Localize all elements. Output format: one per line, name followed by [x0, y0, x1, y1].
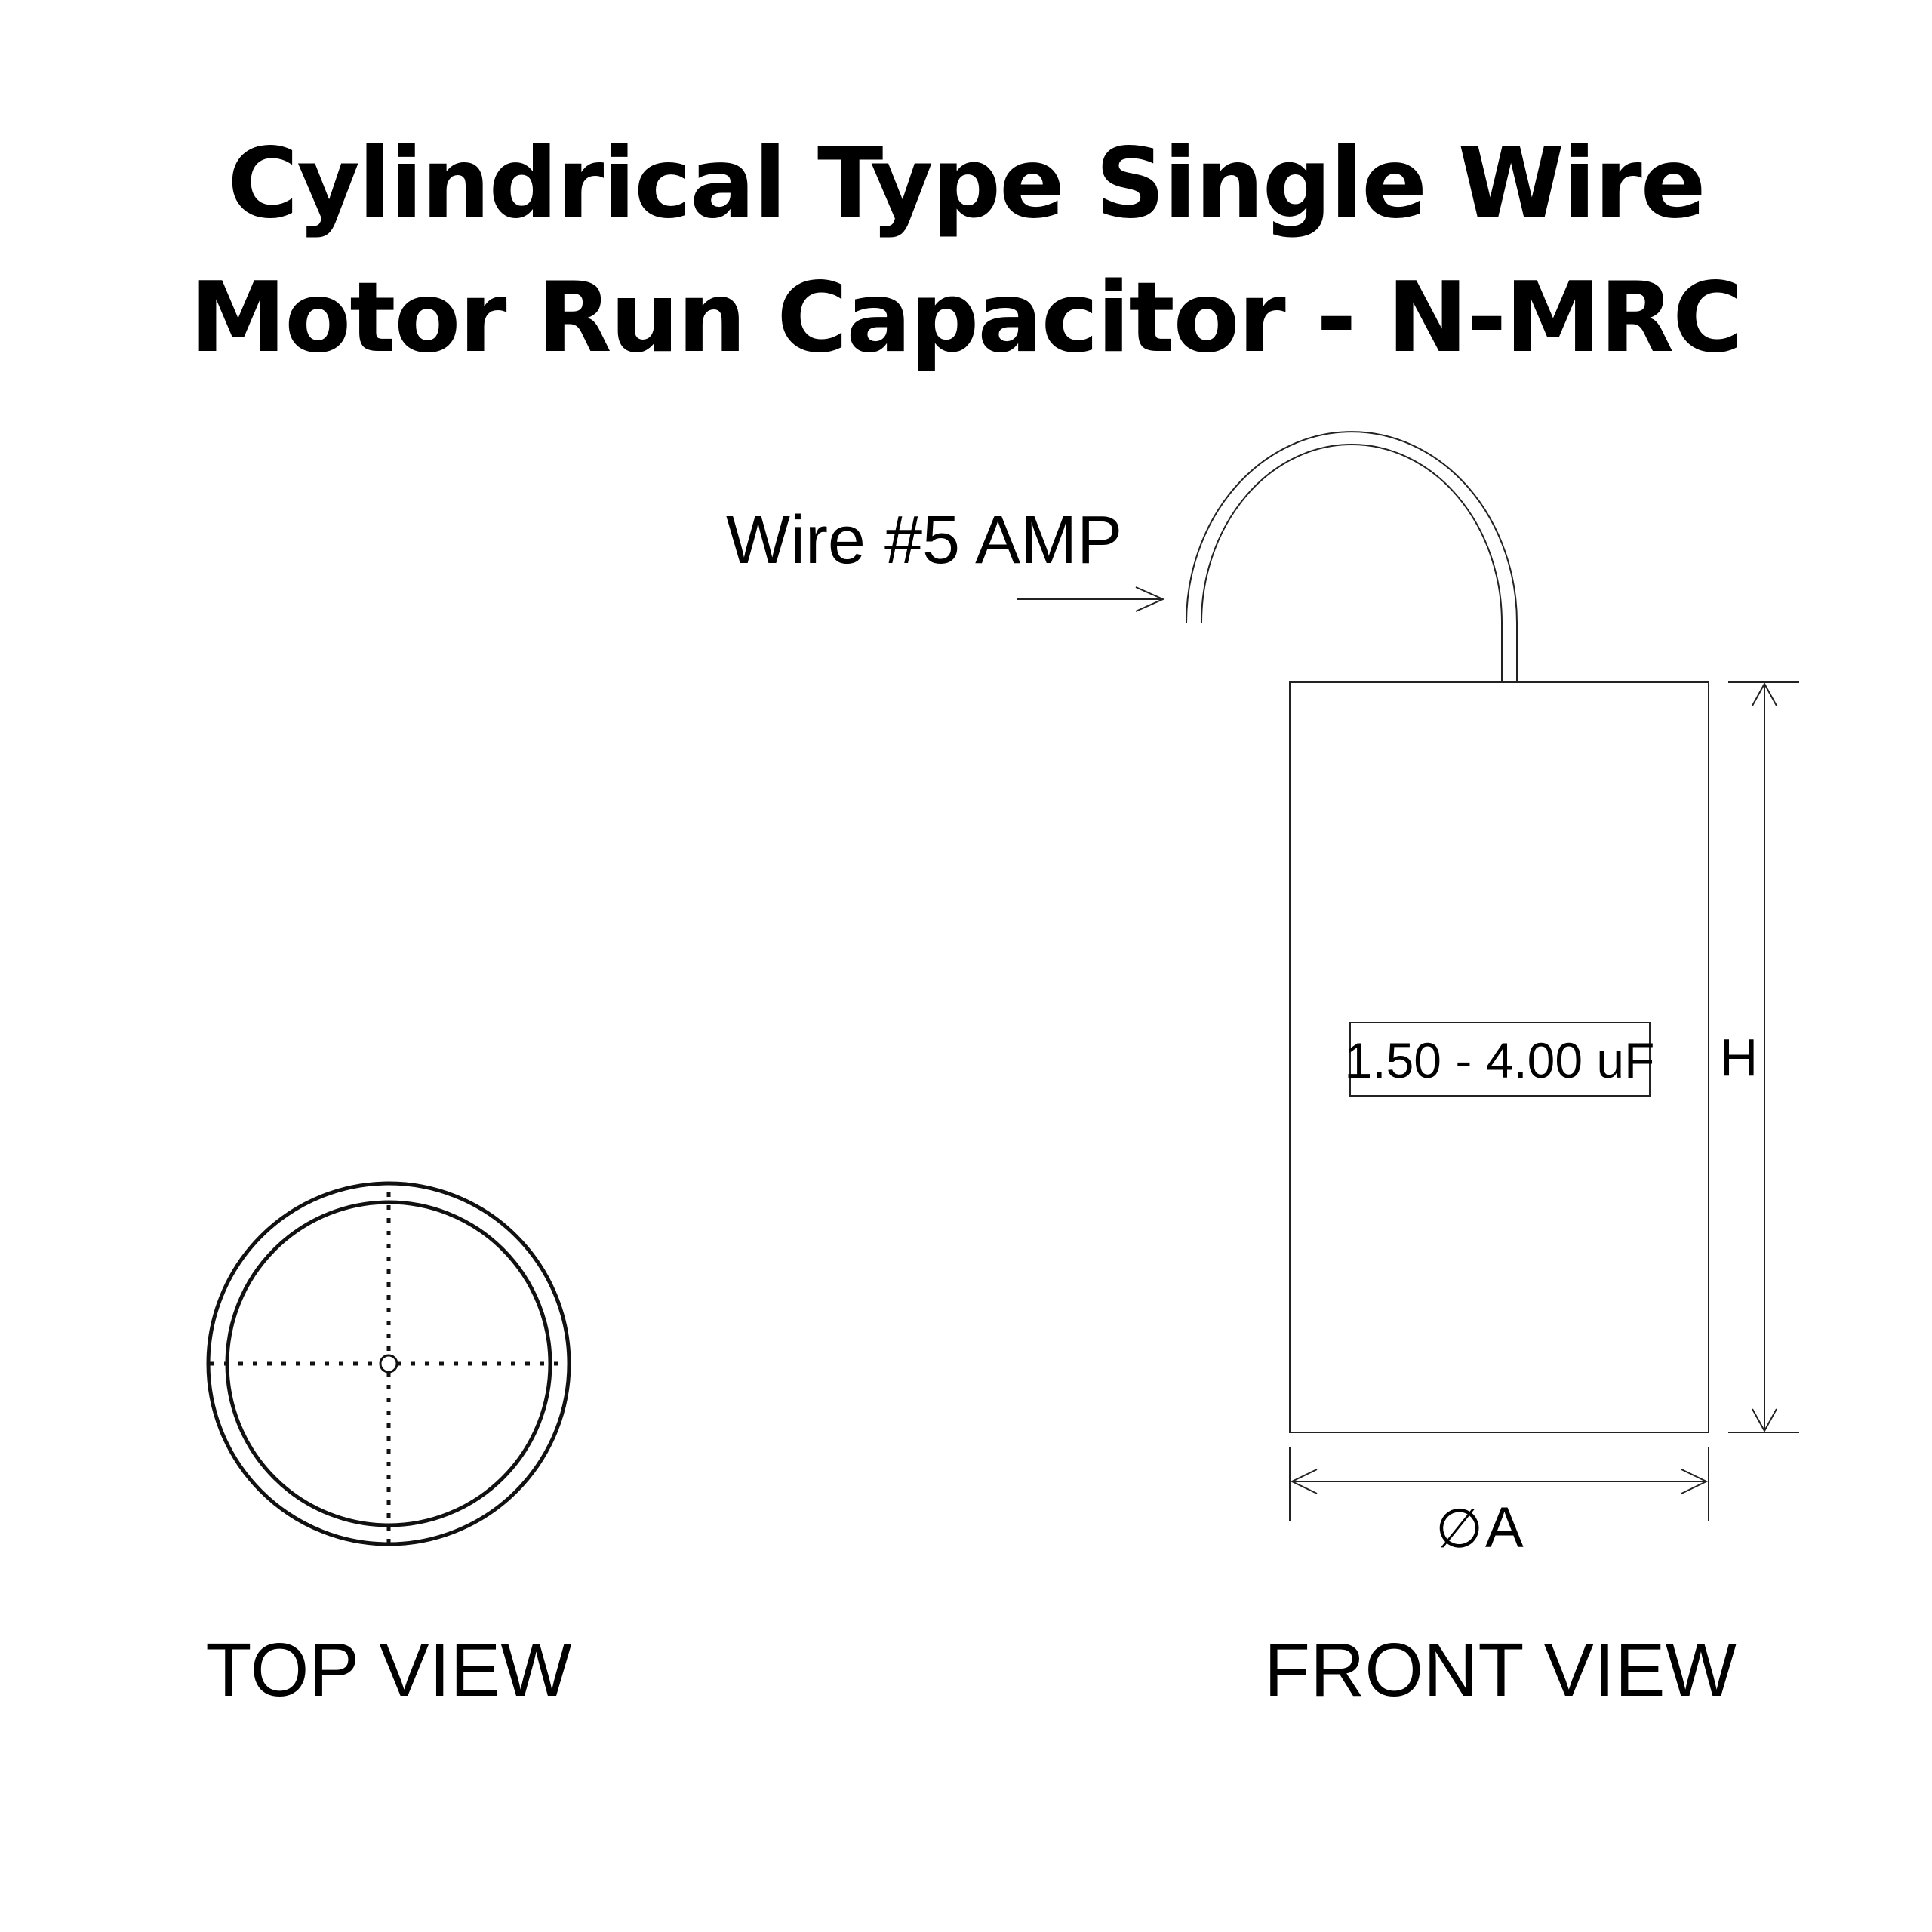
arrowhead-icon [1752, 1408, 1777, 1433]
wire-outer [1186, 431, 1518, 682]
title-line-1: Cylindrical Type Single Wire [227, 128, 1706, 240]
front-view: Wire #5 AMP 1.50 - 4.00 uF H ∅ A FRONT V… [726, 431, 1799, 1712]
arrowhead-icon [1681, 1469, 1709, 1494]
capacitor-body [1289, 681, 1709, 1433]
top-view: TOP VIEW [205, 1181, 572, 1712]
diameter-symbol-icon: ∅ [1435, 1499, 1483, 1559]
center-mark-icon [379, 1354, 398, 1374]
diameter-label: A [1485, 1496, 1524, 1560]
capacitance-label-box [1349, 1022, 1651, 1097]
outer-circle [206, 1181, 571, 1546]
arrowhead-icon [1135, 586, 1165, 612]
top-view-caption: TOP VIEW [205, 1628, 572, 1712]
wire-inner [1201, 444, 1503, 682]
wire-label: Wire #5 AMP [726, 503, 1122, 578]
arrowhead-icon [1290, 1469, 1318, 1494]
title-line-2: Motor Run Capacitor - N-MRC [189, 262, 1743, 374]
arrowhead-icon [1752, 681, 1777, 706]
front-view-caption: FRONT VIEW [1264, 1628, 1737, 1712]
capacitance-label: 1.50 - 4.00 uF [1345, 1032, 1655, 1088]
height-label: H [1720, 1028, 1758, 1087]
